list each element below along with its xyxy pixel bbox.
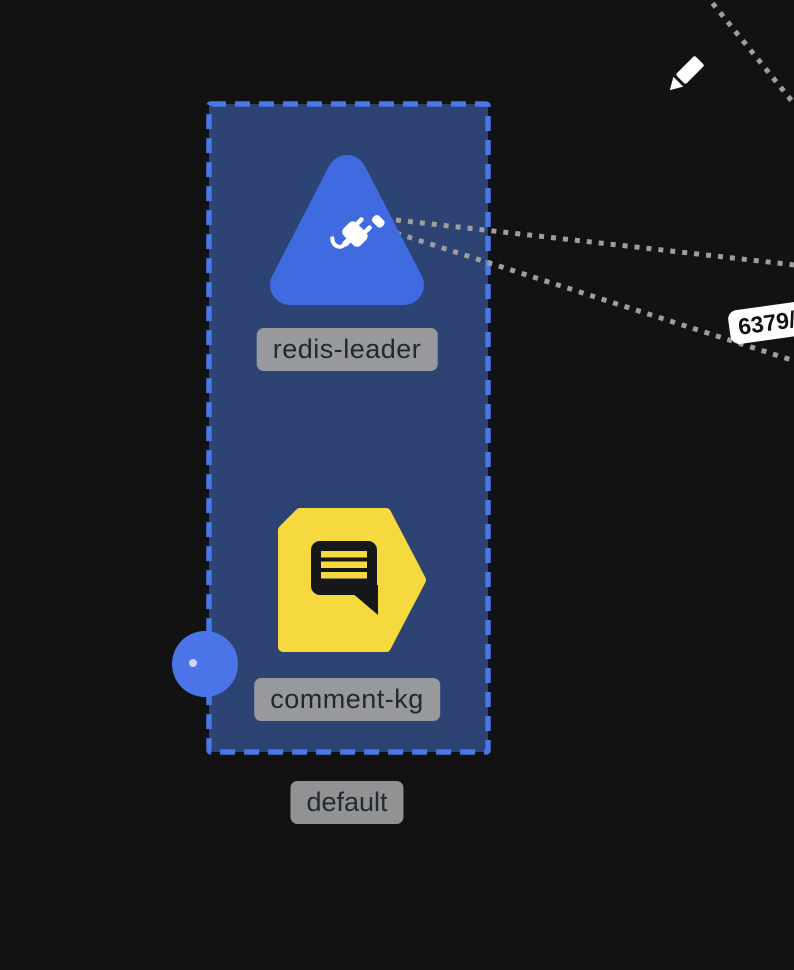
plug-icon	[330, 214, 385, 249]
edge-dotted-line-top-right	[706, 0, 794, 108]
comment-kg-label[interactable]: comment-kg	[254, 678, 440, 721]
connection-point-dot	[189, 659, 197, 667]
redis-leader-label[interactable]: redis-leader	[256, 328, 438, 371]
namespace-label[interactable]: default	[290, 781, 404, 824]
edge-dotted-line-upper	[395, 217, 794, 268]
connection-point-handle[interactable]	[172, 631, 238, 697]
chat-icon	[311, 541, 378, 615]
comment-kg-node[interactable]	[278, 508, 426, 652]
redis-leader-node[interactable]	[270, 155, 424, 305]
pencil-icon[interactable]	[665, 55, 705, 95]
